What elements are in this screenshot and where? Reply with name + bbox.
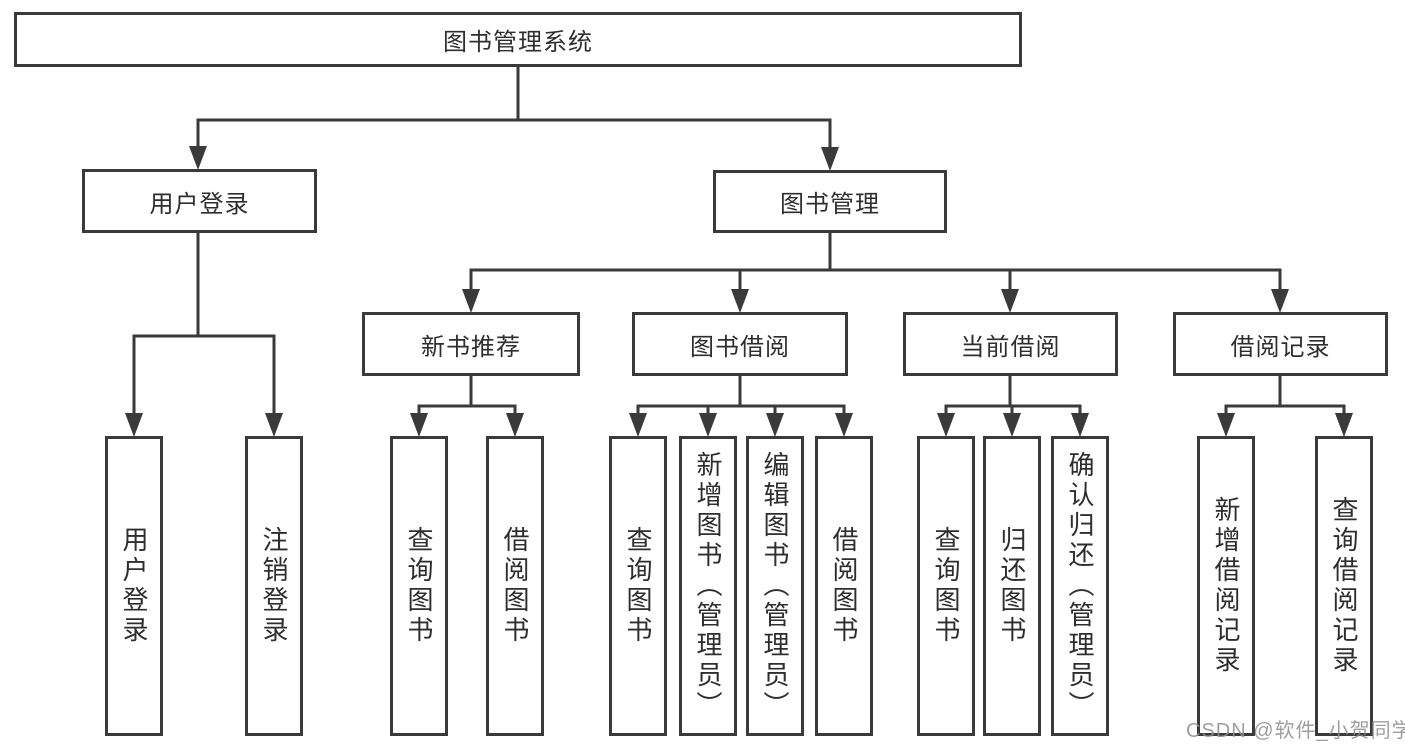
leaf-add-book-admin: 新增图书（管理员） — [679, 436, 737, 736]
leaf-query-books-3-label: 查询图书 — [931, 526, 961, 646]
leaf-query-borrow-record: 查询借阅记录 — [1315, 436, 1373, 736]
arrowhead-query-books-2 — [629, 413, 647, 437]
arrowhead-query-books-1 — [410, 413, 428, 437]
leaf-borrow-books-2-label: 借阅图书 — [829, 526, 859, 646]
arrowhead-borrow-books-1 — [506, 413, 524, 437]
leaf-add-book-admin-label: 新增图书（管理员） — [693, 451, 723, 721]
arrowhead-book-borrow — [731, 289, 749, 313]
arrowhead-query-books-3 — [937, 413, 955, 437]
leaf-query-books-1: 查询图书 — [390, 436, 448, 736]
node-book-borrow: 图书借阅 — [632, 312, 848, 376]
arrowhead-leaf-logout — [265, 413, 283, 437]
node-root-label: 图书管理系统 — [443, 29, 593, 56]
arrowhead-current-borrow — [1001, 289, 1019, 313]
node-book-mgmt-label: 图书管理 — [780, 191, 880, 218]
node-root: 图书管理系统 — [14, 12, 1022, 67]
leaf-query-books-2-label: 查询图书 — [623, 526, 653, 646]
leaf-query-books-3: 查询图书 — [917, 436, 975, 736]
leaf-confirm-return-admin: 确认归还（管理员） — [1051, 436, 1109, 736]
leaf-borrow-books-1: 借阅图书 — [486, 436, 544, 736]
node-new-book-recommend-label: 新书推荐 — [421, 333, 521, 361]
csdn-watermark: CSDN @软件_小贺同学 — [1186, 720, 1405, 742]
arrowhead-query-record — [1335, 413, 1353, 437]
leaf-user-login: 用户登录 — [105, 436, 163, 736]
leaf-query-books-2: 查询图书 — [609, 436, 667, 736]
leaf-query-borrow-record-label: 查询借阅记录 — [1329, 496, 1359, 676]
arrowhead-new-book — [462, 289, 480, 313]
arrowhead-return-books — [1003, 413, 1021, 437]
arrowhead-user-login — [189, 146, 207, 170]
arrowhead-borrow-records — [1271, 289, 1289, 313]
leaf-return-books: 归还图书 — [983, 436, 1041, 736]
node-current-borrow-label: 当前借阅 — [960, 333, 1061, 361]
node-user-login-label: 用户登录 — [149, 190, 250, 218]
arrowhead-add-book — [699, 413, 717, 437]
node-borrow-records: 借阅记录 — [1173, 312, 1388, 376]
arrowhead-book-mgmt — [821, 147, 839, 171]
node-book-borrow-label: 图书借阅 — [690, 333, 790, 361]
leaf-borrow-books-2: 借阅图书 — [815, 436, 873, 736]
node-current-borrow: 当前借阅 — [903, 312, 1118, 376]
leaf-query-books-1-label: 查询图书 — [404, 526, 434, 646]
arrowhead-add-record — [1217, 413, 1235, 437]
arrowhead-borrow-books-2 — [835, 413, 853, 437]
leaf-user-login-label: 用户登录 — [119, 526, 149, 646]
leaf-logout-label: 注销登录 — [259, 526, 289, 646]
leaf-borrow-books-1-label: 借阅图书 — [500, 526, 530, 646]
leaf-add-borrow-record: 新增借阅记录 — [1197, 436, 1255, 736]
node-borrow-records-label: 借阅记录 — [1230, 333, 1331, 361]
arrowhead-leaf-user-login — [125, 413, 143, 437]
node-book-mgmt: 图书管理 — [713, 170, 947, 233]
leaf-confirm-return-admin-label: 确认归还（管理员） — [1065, 451, 1095, 721]
leaf-logout: 注销登录 — [245, 436, 303, 736]
leaf-edit-book-admin-label: 编辑图书（管理员） — [760, 451, 790, 721]
leaf-add-borrow-record-label: 新增借阅记录 — [1211, 496, 1241, 676]
node-new-book-recommend: 新书推荐 — [362, 312, 580, 376]
arrowhead-confirm-return — [1071, 413, 1089, 437]
leaf-edit-book-admin: 编辑图书（管理员） — [746, 436, 804, 736]
node-user-login: 用户登录 — [82, 169, 317, 233]
leaf-return-books-label: 归还图书 — [997, 526, 1027, 646]
arrowhead-edit-book — [766, 413, 784, 437]
